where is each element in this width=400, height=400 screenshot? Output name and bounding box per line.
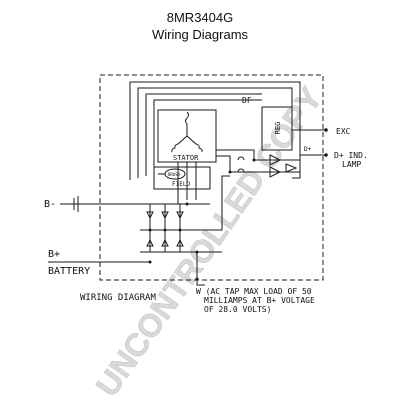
b-plus-terminal[interactable] [148,260,152,264]
w-tap-line [196,252,205,286]
reg-label: REG [274,122,282,135]
d-plus-terminal[interactable] [324,153,328,157]
page-subtitle: Wiring Diagrams [151,27,249,42]
b-minus-label: B- [44,199,56,210]
stator-winding-right [186,135,203,153]
df-loop-3 [145,93,262,176]
housing-outline [99,74,324,281]
exc-label: EXC [336,127,351,136]
d-plus-label: D+ [304,146,312,153]
w-note-line-2: MILLIAMPS AT B+ VOLTAGE [204,296,315,305]
d-plus-ind-label: D+ IND. [334,151,368,160]
df-loop-outer [129,81,301,180]
field-box [153,166,211,190]
stator-winding-left [171,135,188,153]
regulator-box [261,106,293,151]
exc-terminal[interactable] [324,128,328,132]
watermark: UNCONTROLLED COPY [89,81,330,400]
w-note-line-1: W (AC TAP MAX LOAD OF 50 [196,287,312,296]
w-terminal[interactable] [195,277,199,281]
lamp-label: LAMP [342,160,361,169]
df-loop-4 [153,99,262,170]
field-label: FIELD [172,181,190,188]
df-label: DF [242,96,252,105]
wiring-diagram-caption: WIRING DIAGRAM [80,293,156,303]
stator-winding-top [185,111,189,136]
brush-label: BRUSH [168,172,181,177]
b-plus-label: B+ [48,249,60,260]
stator-label: STATOR [173,154,199,162]
battery-label: BATTERY [48,266,90,277]
model-title: 8MR3404G [166,10,234,25]
w-note-line-3: OF 28.0 VOLTS) [204,305,271,314]
right-bus [292,150,301,179]
